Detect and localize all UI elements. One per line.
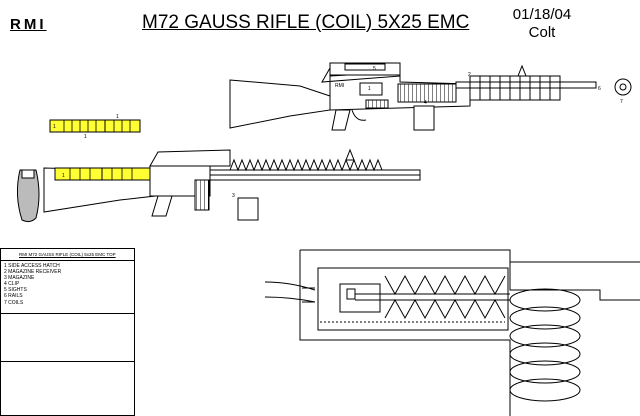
side-label-4: 4	[424, 100, 427, 106]
cutaway-labels: 3 1 1	[53, 124, 235, 199]
rifle-barrel	[455, 81, 597, 89]
side-label-6: 6	[598, 86, 601, 92]
side-label-5: 5	[373, 66, 376, 72]
rifle-cutaway-view	[16, 148, 421, 223]
cutaway-barrel-fins	[229, 158, 383, 172]
magazine-top-view	[49, 119, 141, 133]
legend-item: 1 SIDE ACCESS HATCH	[4, 263, 60, 269]
drawing-title: M72 GAUSS RIFLE (COIL) 5X25 EMC	[142, 12, 470, 33]
legend-divider	[1, 313, 134, 314]
parts-legend-box: RMI M72 GAUSS RIFLE (COIL) 5x25 EMC TOP …	[0, 248, 135, 416]
magazine-side-profile	[16, 169, 40, 223]
rifle-clip	[413, 105, 435, 131]
legend-item: 7 COILS	[4, 299, 24, 306]
side-label-rmi: RMI	[335, 83, 344, 89]
rifle-side-view	[229, 62, 632, 131]
coil-windings	[384, 274, 506, 320]
magazine-label-a: 1	[116, 114, 119, 120]
drawing-date: 01/18/04	[512, 6, 572, 23]
legend-item: 2 MAGAZINE RECEIVER	[4, 269, 62, 276]
rifle-magazine-receiver	[359, 82, 383, 96]
cutaway-coil-housing	[194, 179, 210, 211]
drawing-author: Colt	[528, 24, 556, 41]
legend-divider	[1, 361, 134, 362]
magazine-top-body	[49, 119, 141, 133]
side-label-7: 7	[620, 99, 623, 105]
side-view-labels: RMI 5 1 2 4 6 7	[335, 66, 623, 106]
coil-bolt	[339, 283, 381, 313]
legend-list: 1 SIDE ACCESS HATCH 2 MAGAZINE RECEIVER …	[4, 263, 61, 306]
legend-item: 4 CLIP	[4, 281, 20, 288]
magazine-label-b: 1	[84, 134, 87, 140]
legend-header: RMI M72 GAUSS RIFLE (COIL) 5x25 EMC TOP	[19, 252, 116, 257]
top-mag-label-1: 1	[53, 124, 56, 130]
legend-item: 3 MAGAZINE	[4, 275, 35, 282]
legend-item: 6 RAILS	[4, 293, 23, 300]
rifle-lower-hatch	[365, 99, 389, 109]
rifle-coil-housing	[397, 83, 457, 103]
cutaway-clip	[237, 197, 259, 221]
rifle-stock	[229, 79, 331, 129]
rifle-trigger-guard	[351, 109, 367, 121]
company-logo-text: RMI	[10, 16, 47, 33]
side-label-2: 2	[468, 72, 471, 78]
legend-divider	[1, 260, 134, 261]
legend-item: 5 SIGHTS	[4, 287, 27, 294]
cutaway-label-1: 1	[62, 173, 65, 179]
coil-spring-stack	[509, 288, 581, 402]
cutaway-grip	[151, 195, 173, 217]
magazine-top-labels: 1 1	[84, 114, 119, 140]
side-label-1: 1	[368, 86, 371, 92]
cutaway-upper	[149, 149, 231, 167]
coil-cutaway-detail	[264, 249, 640, 416]
rifle-barrel-coils	[469, 64, 561, 101]
rifle-sight	[344, 63, 386, 71]
rifle-grip	[331, 109, 351, 131]
cutaway-label-3: 3	[232, 193, 235, 199]
